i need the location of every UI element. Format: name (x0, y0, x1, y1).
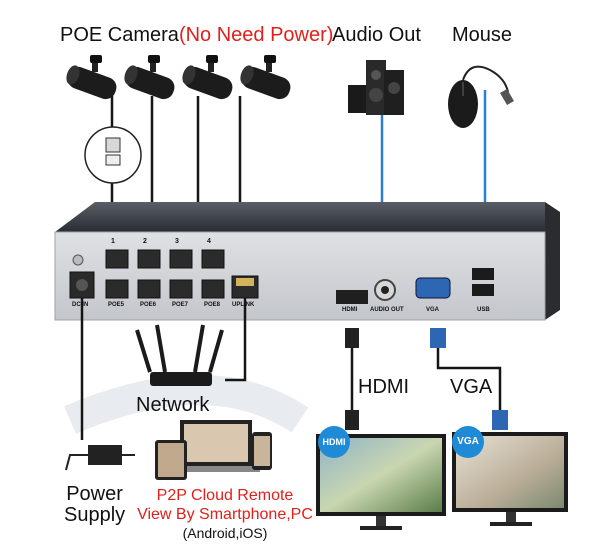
dc-in-label: DC IN (72, 302, 89, 308)
poe-camera-4 (240, 55, 291, 100)
power-supply-line1: Power (66, 483, 123, 505)
poe-camera-label: POE Camera (60, 24, 179, 46)
network-arc (64, 375, 309, 434)
vga-port (415, 277, 451, 299)
uplink-label: UPLINK (232, 302, 255, 308)
hdmi-port (336, 290, 368, 304)
power-supply-line2: Supply (64, 504, 126, 526)
dc-in-port (69, 271, 95, 299)
smartphone-icon (252, 432, 272, 470)
port-label-4: 4 (207, 238, 211, 245)
laptop-icon (172, 420, 260, 472)
p2p-line3: (Android,iOS) (182, 525, 268, 541)
poe-camera-2 (124, 55, 175, 100)
no-need-power-label: (No Need Power) (178, 24, 334, 46)
port-label-poe5: POE5 (108, 302, 125, 308)
monitor-hdmi-badge: HDMI (318, 426, 350, 458)
port-label-poe8: POE8 (204, 302, 221, 308)
power-adapter-icon (65, 298, 135, 471)
vga-label: VGA (450, 376, 493, 398)
port-label-poe6: POE6 (140, 302, 157, 308)
audio-out-title: Audio Out (332, 24, 421, 46)
p2p-line2: View By Smartphone,PC (137, 506, 313, 523)
port-label-2: 2 (143, 238, 147, 245)
router-icon (135, 324, 224, 386)
poe-ports-bottom (105, 279, 225, 299)
port-label-poe7: POE7 (172, 302, 189, 308)
rj45-connector-zoom (84, 126, 142, 184)
speaker-system-icon (348, 60, 404, 115)
tablet-icon (155, 440, 187, 480)
uplink-port (231, 275, 259, 299)
ground-screw-icon (72, 254, 84, 266)
audio-out-port (374, 279, 396, 301)
power-supply-label: Power Supply (64, 484, 125, 526)
usb-ports (472, 268, 494, 296)
hdmi-cable (345, 328, 359, 430)
hdmi-port-label: HDMI (342, 307, 358, 313)
p2p-line1: P2P Cloud Remote (156, 487, 294, 504)
poe-camera-3 (182, 55, 233, 100)
poe-camera-title: POE Camera(No Need Power) (60, 24, 333, 47)
port-label-1: 1 (111, 238, 115, 245)
mouse-title: Mouse (452, 24, 513, 46)
port-label-3: 3 (175, 238, 179, 245)
mouse-icon (448, 65, 514, 128)
vga-port-label: VGA (426, 307, 440, 313)
monitor-vga-badge: VGA (452, 426, 484, 458)
network-label: Network (136, 394, 210, 416)
audio-out-port-label: AUDIO OUT (370, 307, 404, 313)
poe-ports-top (105, 249, 225, 269)
network-cable (225, 298, 247, 382)
vga-cable (430, 328, 508, 430)
hdmi-label: HDMI (358, 376, 410, 398)
p2p-text-block: P2P Cloud Remote View By Smartphone,PC (… (130, 486, 320, 543)
nvr-device (54, 202, 560, 321)
usb-port-label: USB (477, 307, 490, 313)
poe-camera-1 (66, 55, 117, 100)
